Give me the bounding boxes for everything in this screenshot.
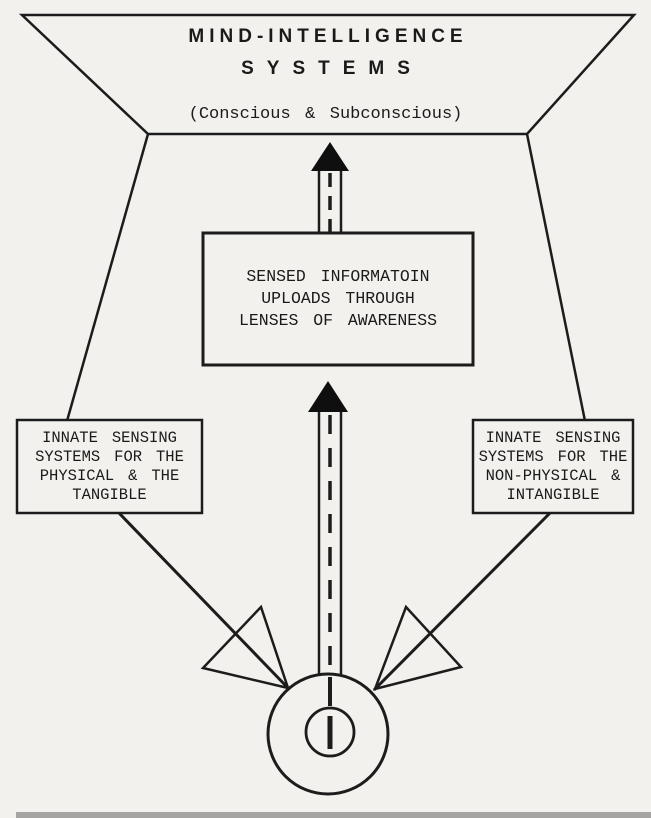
left-box-line: PHYSICAL & THE — [39, 466, 180, 485]
left-box-text: INNATE SENSING SYSTEMS FOR THE PHYSICAL … — [17, 420, 202, 513]
left-box-line: SYSTEMS FOR THE — [35, 447, 184, 466]
right-box-outline — [471, 418, 635, 515]
connector-line-left — [65, 133, 150, 422]
right-box-line: INTANGIBLE — [506, 485, 600, 504]
connector-line-right — [525, 133, 587, 422]
center-box-line: LENSES OF AWARENESS — [238, 311, 438, 330]
scan-edge-artifact — [16, 812, 651, 818]
left-box-line: TANGIBLE — [72, 485, 147, 504]
sensing-line-left — [117, 511, 290, 690]
center-box-line: SENSED INFORMATOIN — [246, 267, 430, 286]
right-box-line: INNATE SENSING — [485, 428, 621, 447]
sensing-line-right — [372, 511, 552, 692]
lower-arrow-head — [308, 381, 348, 412]
dotted-arrowhead-triangle-right — [372, 604, 464, 691]
dotted-arrowhead-triangle-left — [200, 604, 290, 690]
right-box-text: INNATE SENSING SYSTEMS FOR THE NON-PHYSI… — [473, 420, 633, 513]
core-dotted-circle — [266, 672, 390, 796]
right-box-line: NON-PHYSICAL & — [485, 466, 621, 485]
center-box-line: UPLOADS THROUGH — [261, 289, 415, 308]
right-box-line: SYSTEMS FOR THE — [478, 447, 628, 466]
left-box-outline — [15, 418, 204, 515]
diagram-subtitle: (Conscious & Subconscious) — [188, 105, 463, 124]
diagram-title-line1: MIND-INTELLIGENCE — [188, 26, 468, 47]
diagram-title-line2: SYSTEMS — [241, 58, 423, 79]
core-inner-circle — [304, 706, 356, 758]
left-box-line: INNATE SENSING — [42, 428, 177, 447]
center-box-text: SENSED INFORMATOIN UPLOADS THROUGH LENSE… — [203, 233, 473, 365]
center-box-outline — [201, 231, 475, 367]
upper-arrow-head — [311, 142, 349, 171]
